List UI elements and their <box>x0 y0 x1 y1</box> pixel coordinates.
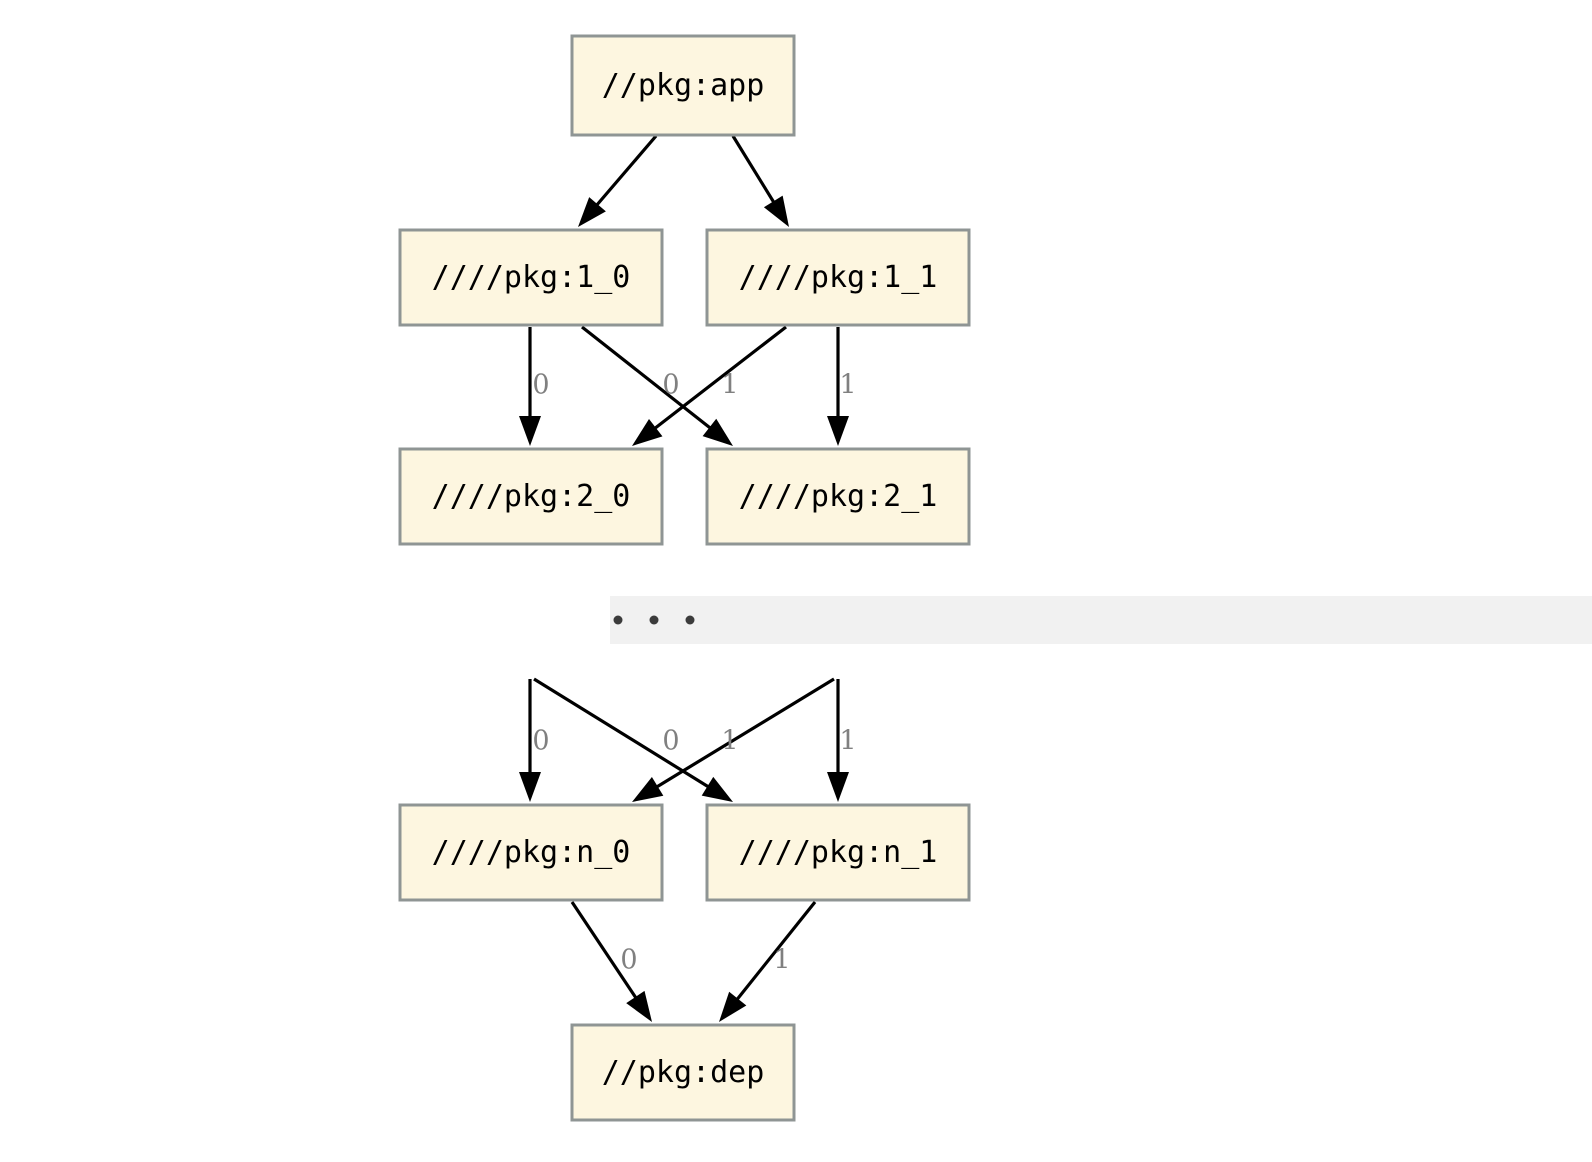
arrowhead-icon <box>719 991 747 1022</box>
graph-edge <box>827 327 849 446</box>
edge-shaft <box>570 901 639 1002</box>
edge-shaft <box>733 901 817 1003</box>
graph-edge <box>731 135 789 227</box>
graph-edge <box>533 677 733 802</box>
node-box[interactable] <box>705 447 971 546</box>
graph-edge <box>632 325 787 446</box>
arrowhead-icon <box>519 772 541 802</box>
ellipsis-dot-icon <box>649 615 659 625</box>
graph-edge <box>719 901 817 1022</box>
edge-label: 0 <box>532 370 549 401</box>
edge-label: 1 <box>773 945 790 976</box>
edge-shaft <box>731 135 777 206</box>
graph-node-nn_1[interactable]: ////pkg:n_1 <box>705 803 971 902</box>
node-box[interactable] <box>398 447 664 546</box>
arrowhead-icon <box>827 416 849 446</box>
arrowhead-icon <box>763 195 789 227</box>
arrowhead-icon <box>626 990 652 1022</box>
arrowhead-icon <box>519 416 541 446</box>
edge-label: 0 <box>662 726 679 757</box>
nodes-layer: //pkg:app ////pkg:1_0 ////pkg:1_1 ////pkg:2… <box>398 34 971 1122</box>
edge-shaft <box>593 134 658 209</box>
arrowhead-icon <box>701 776 733 802</box>
node-box[interactable] <box>570 1023 796 1122</box>
graph-edge <box>578 134 658 227</box>
ellipsis-dot-icon <box>685 615 695 625</box>
graph-edge <box>519 327 541 446</box>
ellipsis-dot-icon <box>613 615 623 625</box>
node-label: ////pkg:2_1 <box>739 479 938 514</box>
node-label: //pkg:dep <box>602 1055 765 1090</box>
edge-label: 1 <box>721 726 738 757</box>
graph-edge <box>519 679 541 802</box>
graph-edge <box>632 677 835 802</box>
node-box[interactable] <box>570 34 796 137</box>
node-box[interactable] <box>398 228 664 327</box>
arrowhead-icon <box>827 772 849 802</box>
node-label: //pkg:app <box>602 68 765 103</box>
edge-label: 1 <box>721 370 738 401</box>
node-box[interactable] <box>705 803 971 902</box>
ellipsis-bar <box>610 596 1592 644</box>
graph-edge <box>581 325 733 446</box>
graph-edge <box>827 679 849 802</box>
node-box[interactable] <box>705 228 971 327</box>
edge-shaft <box>653 677 835 790</box>
graph-node-dep[interactable]: //pkg:dep <box>570 1023 796 1122</box>
ellipsis-separator <box>610 596 1592 644</box>
edge-shaft <box>581 325 714 432</box>
node-label: ////pkg:n_0 <box>432 835 631 870</box>
graph-node-nn_0[interactable]: ////pkg:n_0 <box>398 803 664 902</box>
edges-layer <box>519 134 849 1022</box>
node-box[interactable] <box>398 803 664 902</box>
edge-label: 1 <box>839 726 856 757</box>
edge-label: 0 <box>532 726 549 757</box>
arrowhead-icon <box>632 777 664 802</box>
node-label: ////pkg:n_1 <box>739 835 938 870</box>
edge-label: 1 <box>839 370 856 401</box>
graph-node-app[interactable]: //pkg:app <box>570 34 796 137</box>
edge-label: 0 <box>662 370 679 401</box>
graph-node-n2_1[interactable]: ////pkg:2_1 <box>705 447 971 546</box>
edge-shaft <box>651 325 787 432</box>
graph-edge <box>570 901 652 1022</box>
edge-label: 0 <box>620 945 637 976</box>
graph-node-n1_0[interactable]: ////pkg:1_0 <box>398 228 664 327</box>
arrowhead-icon <box>578 197 606 227</box>
graph-node-n1_1[interactable]: ////pkg:1_1 <box>705 228 971 327</box>
node-label: ////pkg:1_1 <box>739 260 938 295</box>
arrowhead-icon <box>702 418 733 446</box>
arrowhead-icon <box>632 418 663 446</box>
node-label: ////pkg:2_0 <box>432 479 631 514</box>
graph-node-n2_0[interactable]: ////pkg:2_0 <box>398 447 664 546</box>
node-label: ////pkg:1_0 <box>432 260 631 295</box>
edge-labels-layer: 0 0 1 1 0 0 1 1 0 1 <box>532 370 856 976</box>
